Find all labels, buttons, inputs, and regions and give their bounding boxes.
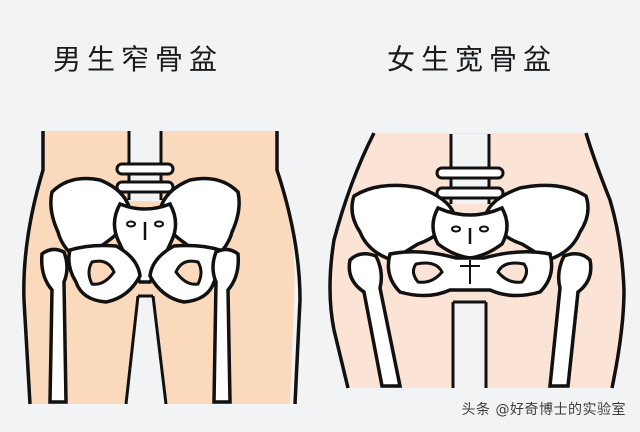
female-pelvis-title: 女生宽骨盆 (386, 43, 557, 76)
watermark: 头条 @好奇博士的实验室 (461, 402, 626, 418)
left-femur (39, 247, 69, 404)
male-pelvis-title: 男生窄骨盆 (52, 43, 223, 76)
male-pelvis-illustration (22, 131, 302, 405)
vertebra (115, 180, 175, 194)
right-femur (211, 247, 241, 404)
vertebra (435, 166, 505, 180)
vertebra (115, 162, 175, 176)
female-pelvis-panel: 女生宽骨盆 (320, 0, 640, 432)
left-femur (347, 252, 403, 388)
vertebra (435, 186, 505, 200)
female-pelvis-illustration (328, 132, 626, 389)
male-pelvis-panel: 男生窄骨盆 (22, 43, 302, 405)
right-femur (548, 252, 593, 388)
